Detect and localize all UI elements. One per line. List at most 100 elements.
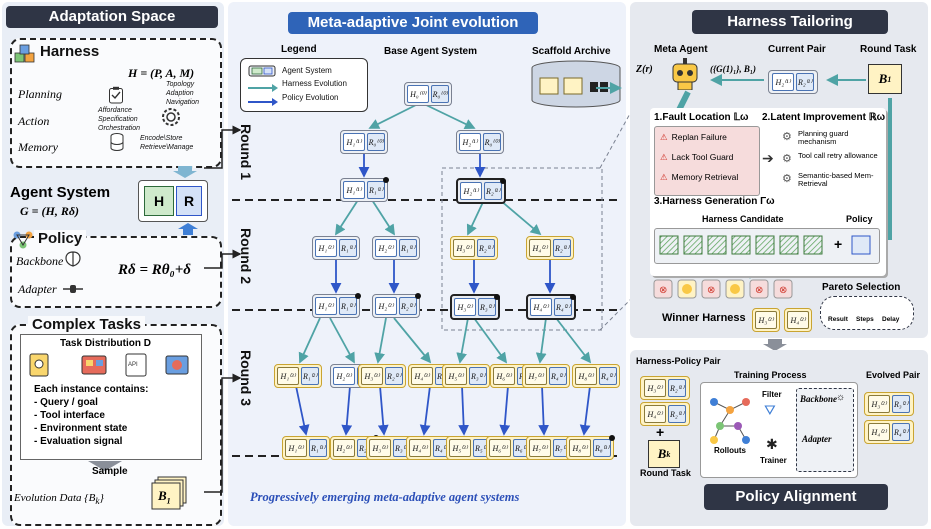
node-r3-16: H₈⁽³⁾R₈⁽³⁾ (566, 435, 615, 460)
harness-tailoring-header: Harness Tailoring (692, 10, 888, 34)
fault-3: ⚠Memory Retrieval (660, 172, 739, 182)
node-r2-d: H₄⁽²⁾R₂⁽¹⁾ (526, 236, 574, 260)
harness-candidate-label: Harness Candidate (702, 214, 784, 224)
fault-2: ⚠Lack Tool Guard (660, 152, 734, 162)
round-task-label: Round Task (860, 44, 917, 55)
evolved-node-1: H₃⁽²⁾R₃⁽²⁾ (864, 392, 914, 416)
agent-system-h-box: H (144, 186, 174, 216)
legend-harness-label: Harness Evolution (282, 79, 347, 88)
svg-text:⊗: ⊗ (659, 285, 667, 296)
node-r3-9: H₁⁽³⁾R₁⁽³⁾ (282, 436, 330, 460)
node-base: H₀⁽⁰⁾R₀⁽⁰⁾ (404, 82, 452, 106)
agent-system-arrow-down-icon (170, 165, 200, 183)
warning-icon: ⚠ (660, 152, 668, 162)
task-icons: API (26, 352, 194, 383)
node-r2-e: H₁⁽²⁾R₁⁽²⁾ (312, 293, 361, 318)
node-r1-c: H₁⁽¹⁾R₁⁽¹⁾ (340, 177, 389, 202)
svg-text:⊗: ⊗ (779, 285, 787, 296)
legend-policy-label: Policy Evolution (282, 93, 339, 102)
evolution-data-b1: B1 (158, 488, 171, 506)
current-pair-node: H₂⁽¹⁾R₂⁽¹⁾ (768, 70, 818, 94)
node-r2-b: H₂⁽²⁾R₁⁽¹⁾ (372, 236, 420, 260)
trainer-icon: ✱ (766, 436, 778, 452)
sample-arrow-icon (82, 458, 128, 476)
svg-text:API: API (128, 362, 138, 368)
pareto-result: Result (828, 316, 848, 323)
task-distribution-box (20, 334, 202, 460)
robot-icon (670, 58, 700, 95)
evolution-data-label: Evolution Data {Bk} (14, 492, 104, 507)
policy-title: Policy (34, 230, 87, 247)
agent-system-title: Agent System (10, 184, 111, 201)
node-r3-7: H₇⁽³⁾R₄⁽²⁾ (522, 364, 570, 388)
z-label: Z(r) (636, 64, 653, 75)
training-process-label: Training Process (734, 370, 807, 380)
node-r1-a: H₁⁽¹⁾R₀⁽⁰⁾ (340, 130, 388, 154)
winner-harness-label: Winner Harness (662, 312, 746, 324)
node-r1-b: H₂⁽¹⁾R₀⁽⁰⁾ (456, 130, 504, 154)
adaptation-space-header: Adaptation Space (6, 6, 218, 28)
legend-policy-arrow (248, 93, 278, 111)
pareto-box (820, 296, 914, 330)
node-r2-h: H₄⁽²⁾R₄⁽²⁾ (526, 294, 576, 320)
harness-cubes-icon (14, 44, 36, 66)
fault-box (654, 126, 760, 196)
filter-label: Filter (762, 390, 782, 399)
improvement-1: Planning guard mechanism (798, 129, 849, 146)
harness-generation-title: 3.Harness Generation Γω (654, 196, 775, 207)
winner-node-1: H₃⁽²⁾ (752, 308, 780, 332)
harness-row-action: Action (18, 114, 50, 128)
harness-bottom-label: Encode\Store Retrieve\Manage (140, 135, 194, 151)
improvement-2: Tool call retry allowance (798, 151, 878, 160)
node-r3-8: H₈⁽³⁾R₄⁽²⁾ (572, 364, 620, 388)
gear-icon (160, 106, 182, 133)
policy-alignment-header: Policy Alignment (704, 484, 888, 510)
node-r2-a: H₁⁽²⁾R₁⁽¹⁾ (312, 236, 360, 260)
rollouts-graph-icon (710, 398, 750, 444)
pareto-selection-label: Pareto Selection (822, 282, 901, 293)
pareto-delay: Delay (882, 316, 900, 323)
latent-improvement-title: 2.Latent Improvement ℝω (762, 112, 886, 123)
policy-network-icon (12, 230, 34, 255)
agent-system-r-box: R (176, 186, 202, 216)
pareto-chips: ⊗ ⊗ ⊗ ⊗ (653, 279, 793, 299)
harness-row-memory: Memory (18, 140, 58, 154)
joint-evolution-caption: Progressively emerging meta-adaptive age… (250, 490, 520, 504)
node-r2-f: H₂⁽²⁾R₂⁽²⁾ (372, 293, 421, 318)
alignment-adapter-label: Adapter (802, 434, 832, 444)
scaffold-archive-icon (530, 60, 622, 113)
node-r2-c: H₃⁽²⁾R₂⁽¹⁾ (450, 236, 498, 260)
harness-title: Harness (36, 43, 104, 60)
task-item-1: - Query / goal (34, 397, 98, 408)
legend-title: Legend (281, 44, 317, 55)
candidate-plus: + (834, 236, 843, 252)
database-icon (110, 133, 124, 156)
fault-location-title: 1.Fault Location 𝕃ω (654, 112, 749, 123)
gear-icon: ⚙ (782, 173, 792, 185)
policy-formula: Rδ = Rθ₀+δ (118, 262, 191, 278)
model-box (796, 388, 854, 472)
legend-harness-arrow (248, 79, 278, 97)
winner-node-2: H₄⁽²⁾ (784, 308, 812, 332)
node-r3-1: H₁⁽³⁾R₁⁽²⁾ (274, 364, 322, 388)
clipboard-icon (108, 86, 124, 109)
task-item-2: - Tool interface (34, 410, 105, 421)
task-item-4: - Evaluation signal (34, 436, 123, 447)
brain-icon: ☼ (836, 392, 846, 403)
fault-arrow-icon: ➔ (762, 150, 774, 166)
pareto-steps: Steps (856, 316, 874, 323)
node-r3-5: H₅⁽³⁾R₃⁽²⁾ (442, 364, 490, 388)
joint-evolution-header: Meta-adaptive Joint evolution (288, 12, 538, 34)
meta-agent-label: Meta Agent (654, 44, 708, 55)
evolved-pair-label: Evolved Pair (866, 370, 921, 380)
policy-backbone-label: Backbone (16, 254, 64, 268)
policy-label: Policy (846, 214, 873, 224)
alignment-plus: + (656, 424, 665, 440)
policy-box (10, 236, 222, 308)
harness-row-planning: Planning (18, 87, 62, 101)
rollouts-label: Rollouts (714, 446, 746, 455)
evolved-node-2: H₄⁽²⁾R₄⁽²⁾ (864, 420, 914, 444)
node-r1-d: H₂⁽¹⁾R₂⁽¹⁾ (456, 178, 506, 204)
svg-text:⊗: ⊗ (707, 285, 715, 296)
node-r2-g: H₃⁽²⁾R₃⁽²⁾ (450, 294, 500, 320)
